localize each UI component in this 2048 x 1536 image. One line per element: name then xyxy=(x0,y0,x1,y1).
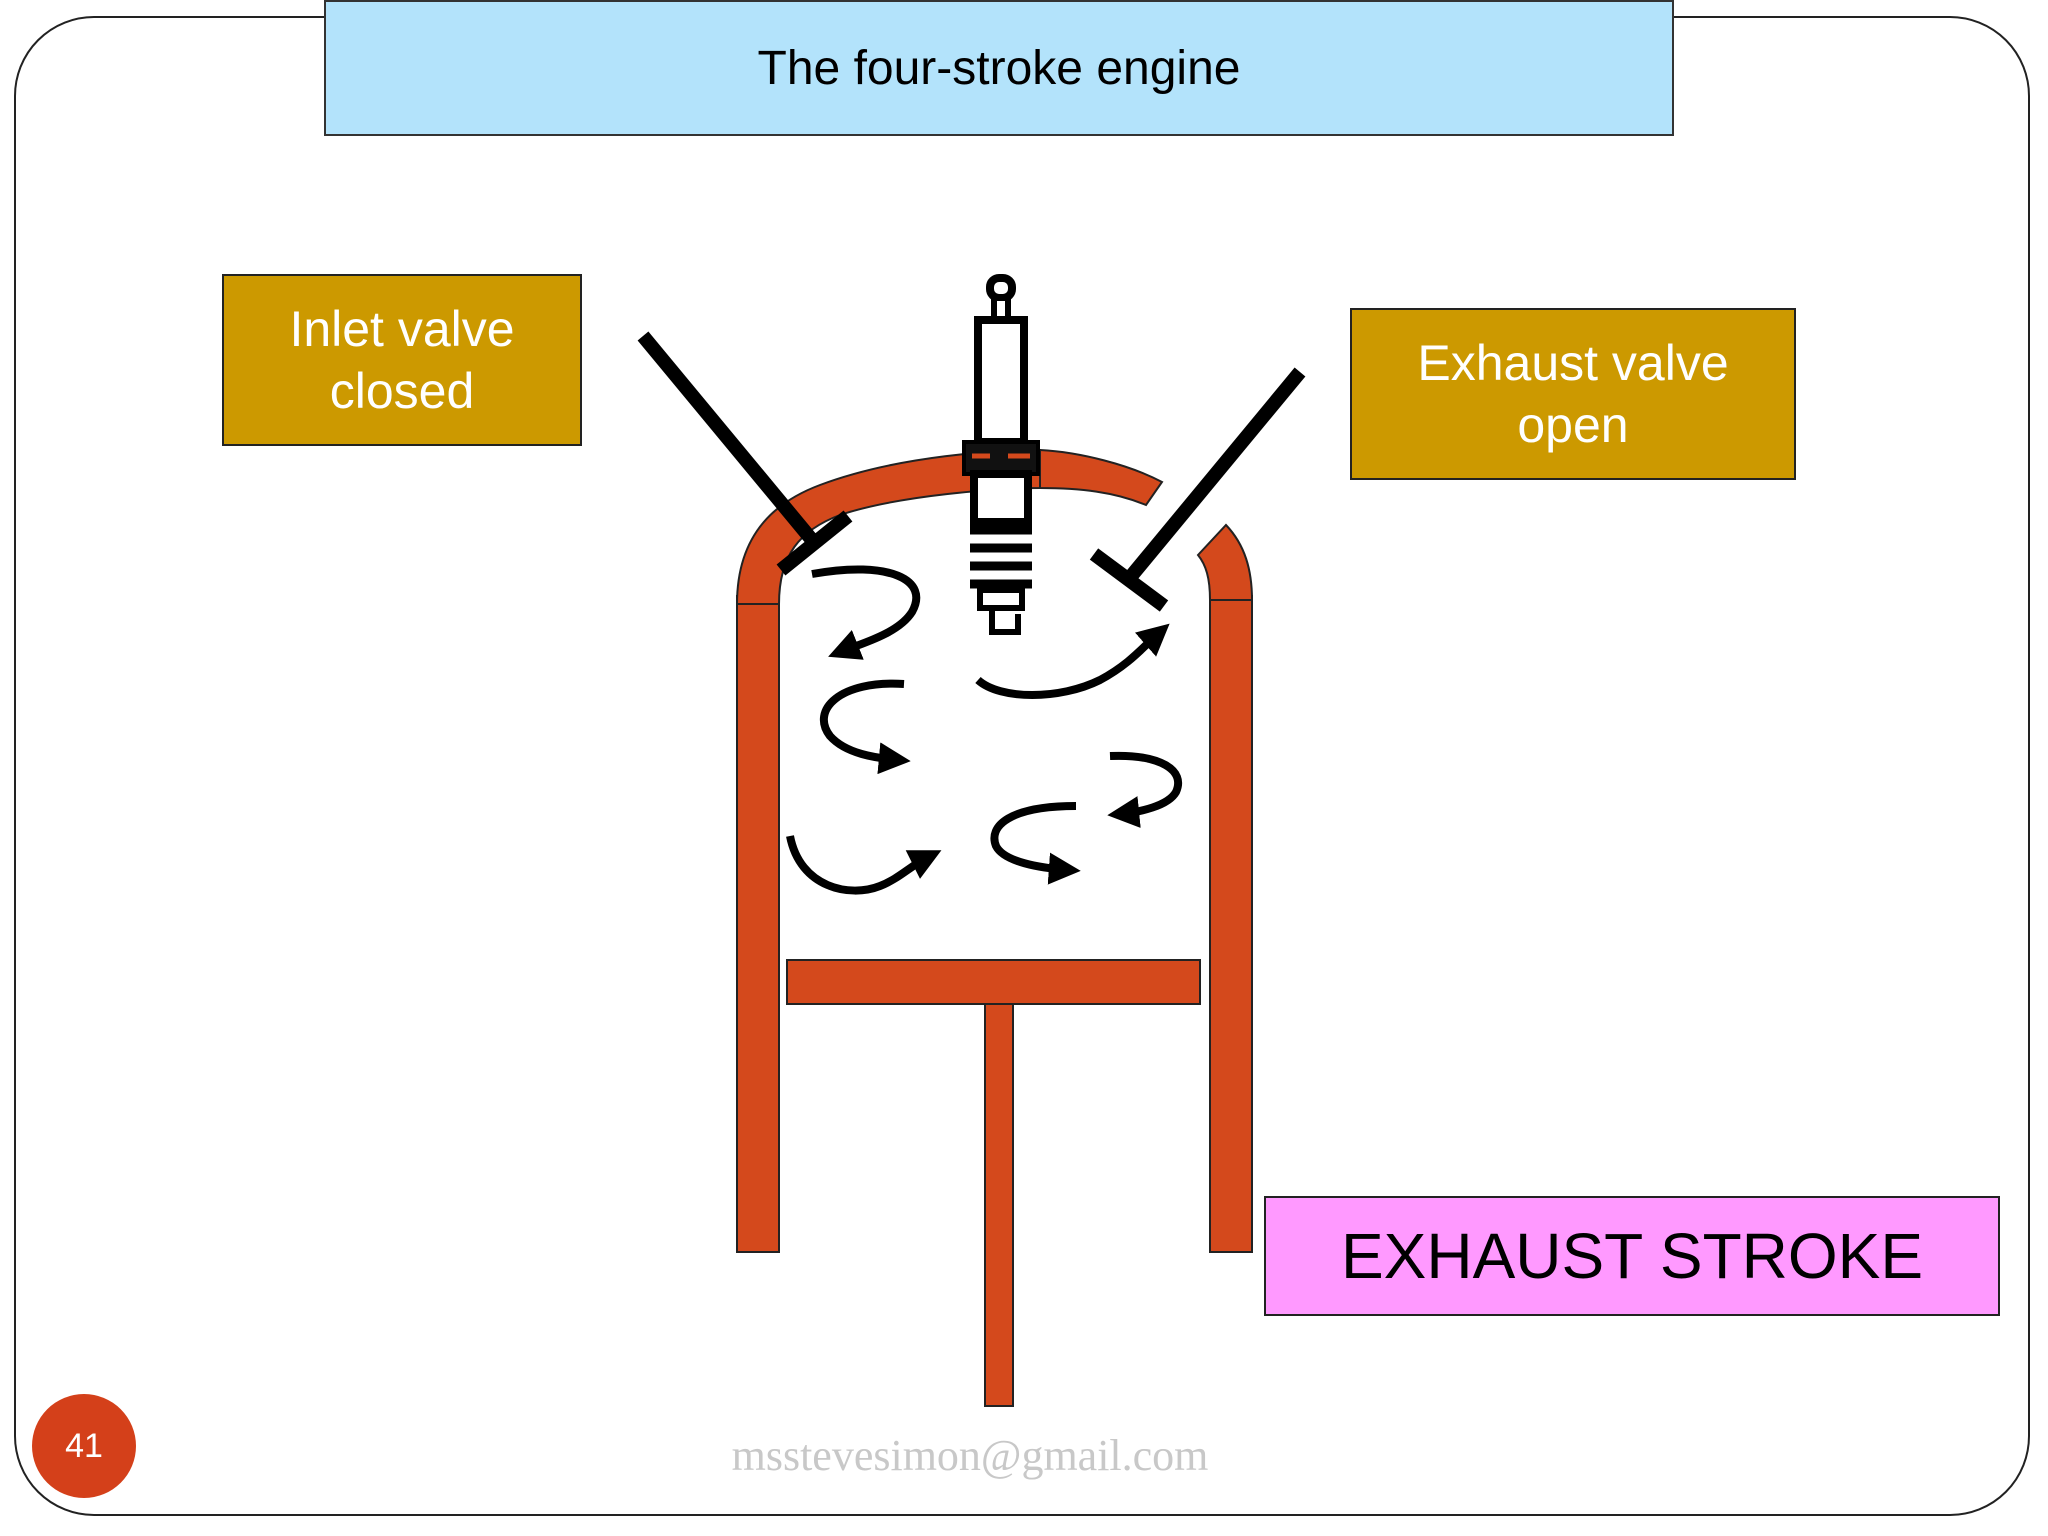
piston-crown xyxy=(786,959,1201,1005)
page-number-badge: 41 xyxy=(32,1394,136,1498)
slide-title-text: The four-stroke engine xyxy=(757,41,1241,95)
gas-flow-arrows xyxy=(786,565,1182,895)
stroke-label: EXHAUST STROKE xyxy=(1264,1196,2000,1316)
inlet-valve-label-line2: closed xyxy=(329,363,475,419)
cylinder-right-wall xyxy=(1209,595,1253,1253)
swirl-arrow-icon xyxy=(811,565,921,660)
exhaust-valve-label-line1: Exhaust valve xyxy=(1417,335,1729,391)
cylinder-head-right-corner xyxy=(1196,523,1254,601)
cylinder-left-wall xyxy=(736,595,780,1253)
swirl-arrow-icon xyxy=(990,802,1081,885)
exhaust-valve xyxy=(1089,367,1306,612)
footer-email: mssteve​simon@gmail.com xyxy=(731,1431,1209,1480)
piston-rod xyxy=(984,1003,1014,1407)
slide-title: The four-stroke engine xyxy=(324,0,1674,136)
stroke-label-text: EXHAUST STROKE xyxy=(1340,1220,1924,1292)
page-number: 41 xyxy=(65,1426,103,1465)
swirl-arrow-icon xyxy=(786,835,942,895)
exhaust-valve-label-line2: open xyxy=(1517,397,1629,453)
cylinder-head-right xyxy=(1039,448,1164,507)
swirl-arrow-icon xyxy=(1107,751,1182,829)
exhaust-valve-label: Exhaust valve open xyxy=(1350,308,1796,480)
inlet-valve xyxy=(637,331,853,576)
spark-plug-icon xyxy=(962,274,1040,635)
swirl-arrow-icon xyxy=(820,679,911,775)
swirl-arrow-icon xyxy=(975,623,1170,699)
inlet-valve-label: Inlet valve closed xyxy=(222,274,582,446)
inlet-valve-label-line1: Inlet valve xyxy=(289,301,515,357)
